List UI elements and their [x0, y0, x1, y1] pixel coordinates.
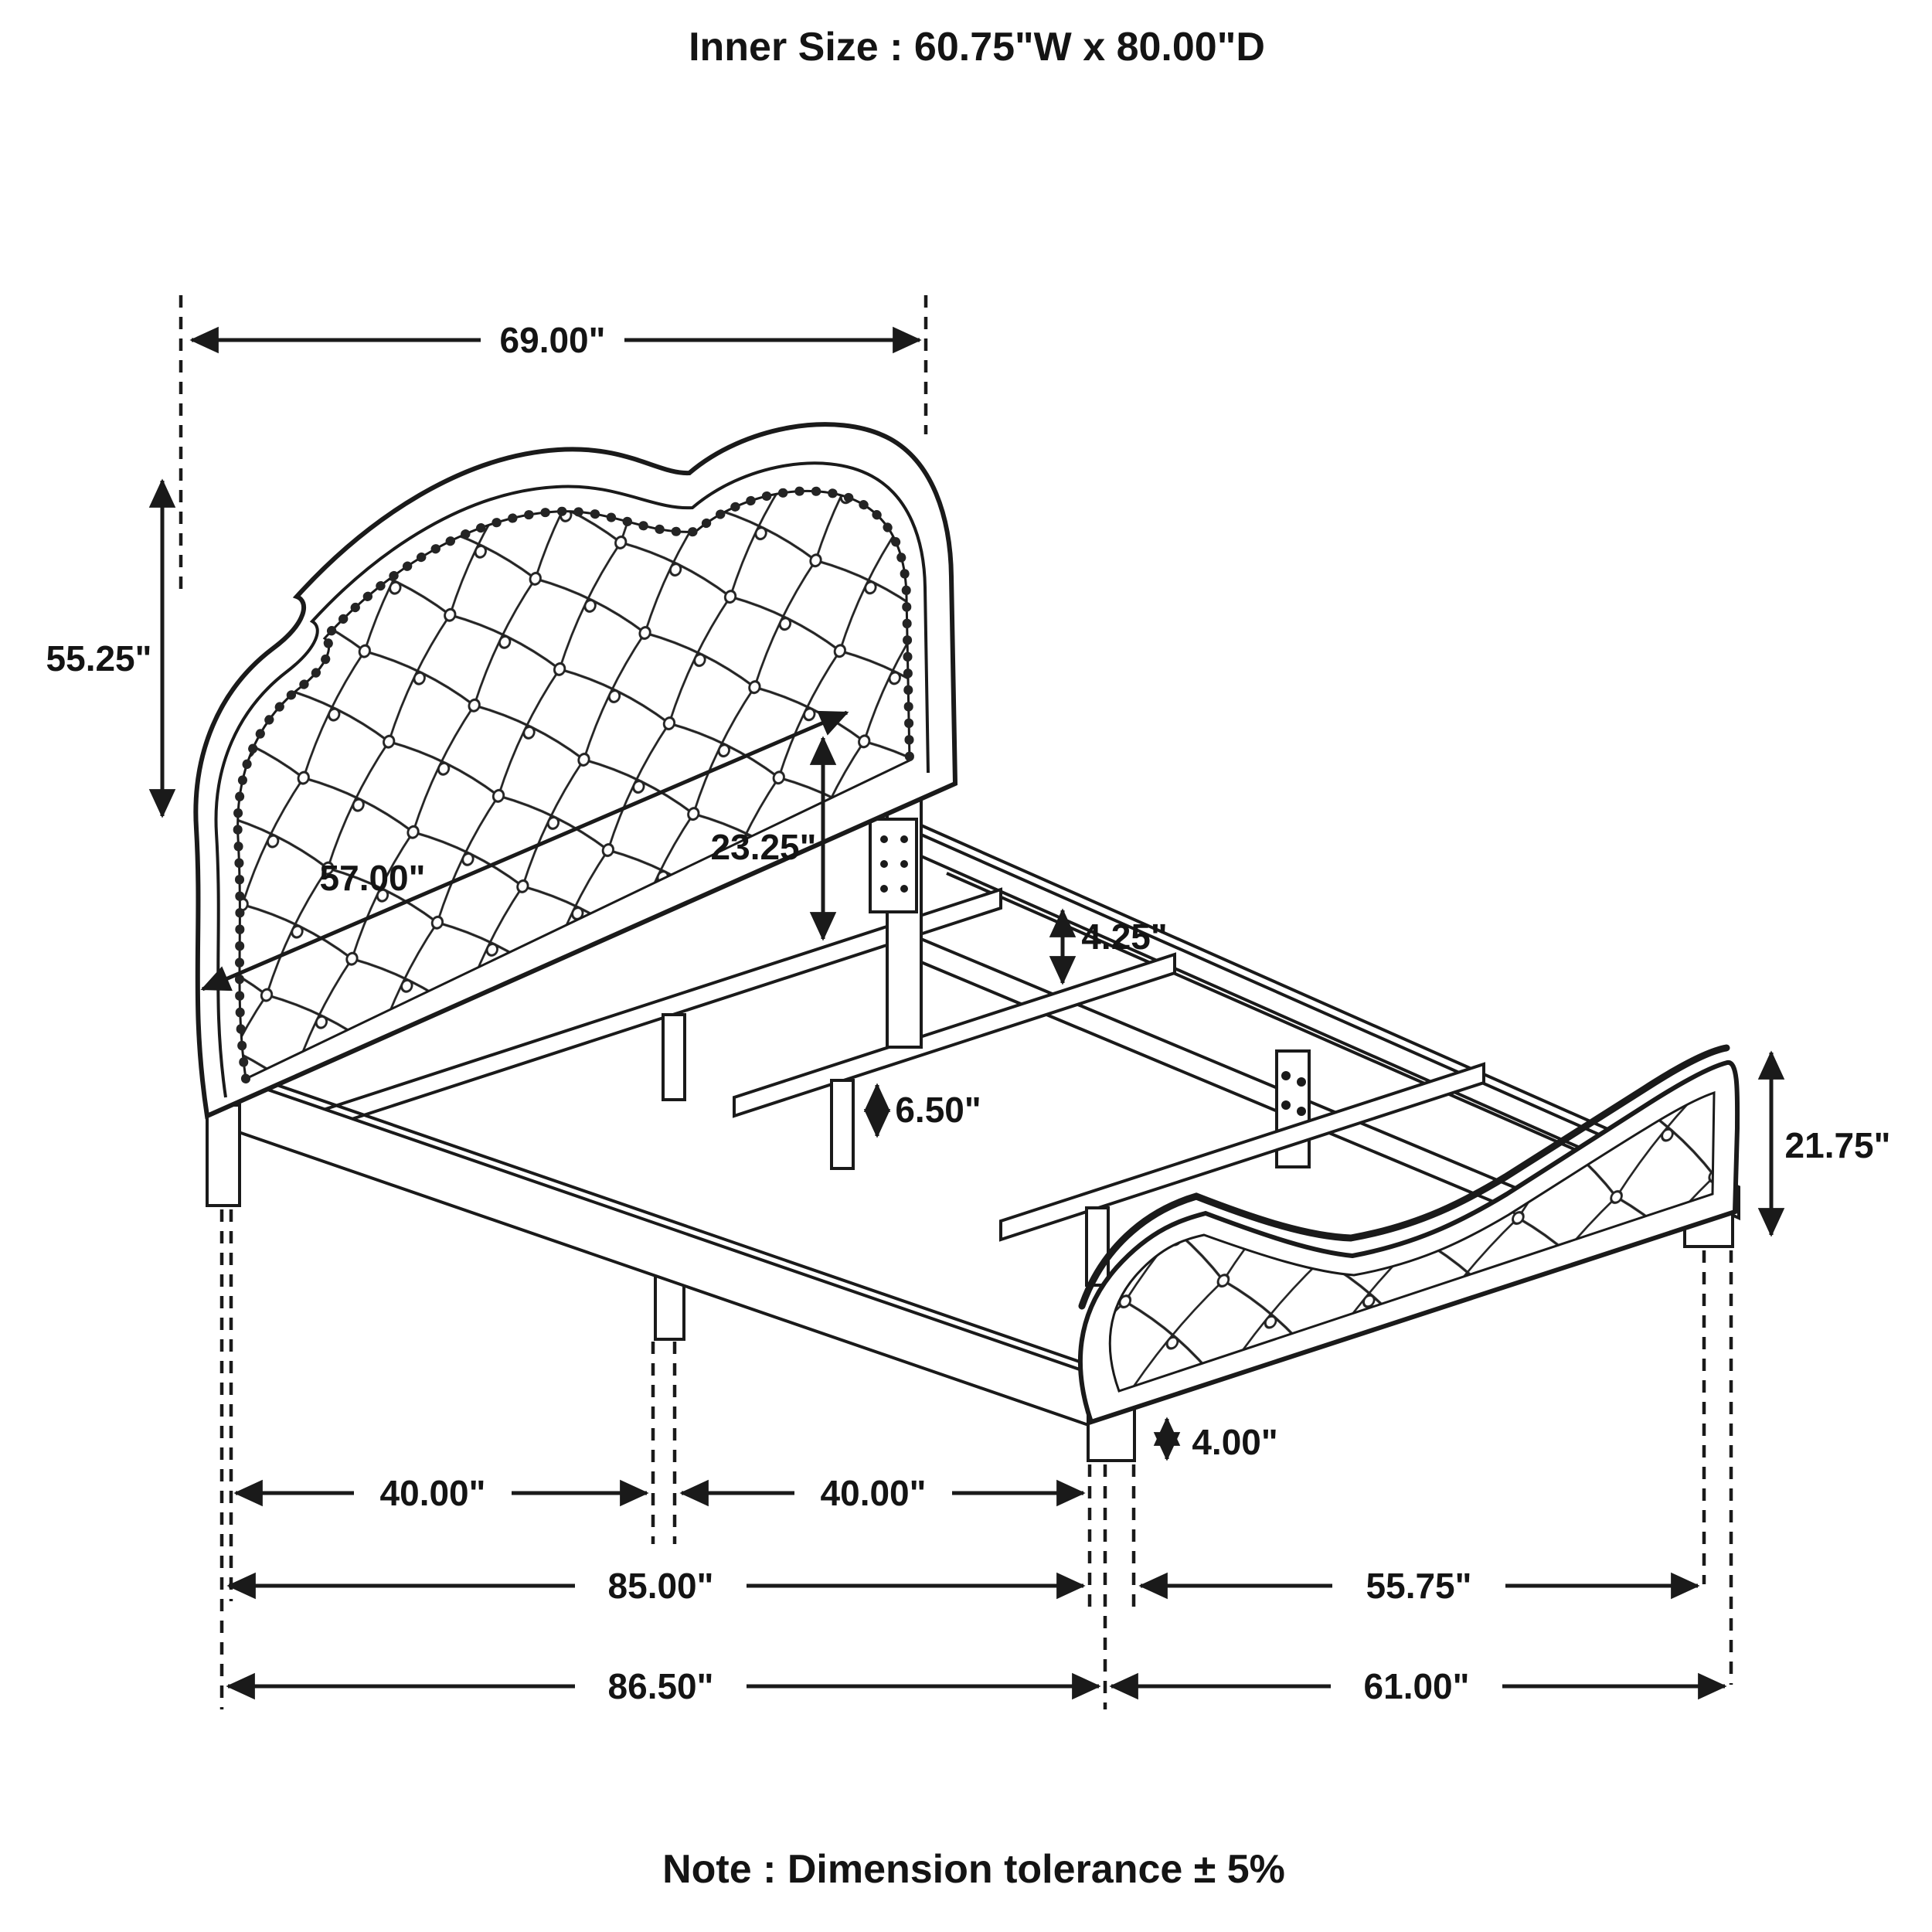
- headboard-nailhead-trim: [233, 486, 914, 1083]
- label-gap: [481, 315, 624, 363]
- bracket-hole: [1297, 1077, 1306, 1087]
- dim-label: 69.00": [500, 320, 606, 360]
- dim-slat-leg-height: 6.50": [863, 1083, 981, 1138]
- dim-headboard-panel-width: 57.00": [200, 710, 849, 992]
- dim-overall-width: 69.00": [189, 315, 922, 363]
- dimension-annotations: 69.00" 55.25" 57.00" 23.25" 4.25" 6.50" …: [46, 315, 1891, 1710]
- headboard-left-leg: [206, 1104, 241, 1207]
- label-gap: [1331, 1662, 1502, 1710]
- dim-label: 4.00": [1192, 1422, 1277, 1462]
- dim-frame-length: 85.00": [226, 1562, 1086, 1610]
- dim-slat-spacing-front: 40.00": [233, 1468, 649, 1516]
- dim-footboard-span: 55.75": [1138, 1562, 1700, 1610]
- bracket-hole: [1281, 1071, 1291, 1080]
- dim-footboard-leg-height: 4.00": [1153, 1417, 1278, 1462]
- dim-post-height: 23.25": [711, 736, 837, 941]
- slat-leg: [662, 1013, 686, 1101]
- label-gap: [794, 1468, 952, 1516]
- dim-label: 40.00": [380, 1473, 486, 1513]
- dim-label: 21.75": [1785, 1125, 1891, 1165]
- bracket-hole: [900, 885, 908, 893]
- bracket-hole: [1297, 1107, 1306, 1116]
- left-rail-board: [235, 1077, 1099, 1430]
- slat-board: [733, 952, 1176, 1118]
- dim-label: 23.25": [711, 827, 817, 867]
- bracket-hole: [880, 835, 888, 843]
- dim-footboard-height: 21.75": [1757, 1050, 1891, 1237]
- footboard-top-edge: [1078, 1044, 1730, 1310]
- bracket-hole: [880, 885, 888, 893]
- dim-line: [200, 710, 849, 992]
- bracket-hole: [900, 835, 908, 843]
- bracket-hole: [880, 860, 888, 868]
- post-bracket-plate: [869, 818, 918, 913]
- dim-footboard-width: 61.00": [1109, 1662, 1727, 1710]
- dim-label: 85.00": [608, 1566, 714, 1606]
- label-gap: [575, 1662, 747, 1710]
- bed-drawing: [193, 422, 1740, 1462]
- near-rail-center-leg: [654, 1274, 685, 1341]
- dim-label: 86.50": [608, 1666, 714, 1706]
- dim-label: 57.00": [320, 858, 426, 898]
- slat-board: [999, 1062, 1485, 1242]
- slat-leg: [830, 1079, 855, 1170]
- center-support-bracket: [1275, 1049, 1311, 1168]
- headboard: [193, 422, 958, 1120]
- dim-rail-gap: 4.25": [1049, 908, 1168, 985]
- slat-2: [733, 952, 1176, 1170]
- bracket-hole: [900, 860, 908, 868]
- bracket-hole: [1281, 1100, 1291, 1110]
- footboard-tufting: [1108, 1090, 1716, 1393]
- dim-label: 55.25": [46, 638, 152, 679]
- dim-headboard-height: 55.25": [46, 478, 176, 818]
- dim-label: 61.00": [1364, 1666, 1470, 1706]
- dim-label: 6.50": [895, 1090, 981, 1130]
- dim-label: 4.25": [1081, 917, 1167, 957]
- label-gap: [1332, 1562, 1505, 1610]
- label-gap: [575, 1562, 747, 1610]
- footboard: [1077, 1044, 1740, 1425]
- left-rail-top-face: [240, 1071, 1098, 1369]
- page-title: Inner Size : 60.75"W x 80.00"D: [689, 25, 1265, 70]
- dim-label: 40.00": [821, 1473, 927, 1513]
- extension-lines: [179, 295, 1733, 1709]
- dim-overall-length: 86.50": [226, 1662, 1101, 1710]
- label-gap: [354, 1468, 512, 1516]
- dim-label: 55.75": [1366, 1566, 1472, 1606]
- tolerance-note: Note : Dimension tolerance ± 5%: [662, 1847, 1285, 1892]
- dim-slat-spacing-back: 40.00": [679, 1468, 1086, 1516]
